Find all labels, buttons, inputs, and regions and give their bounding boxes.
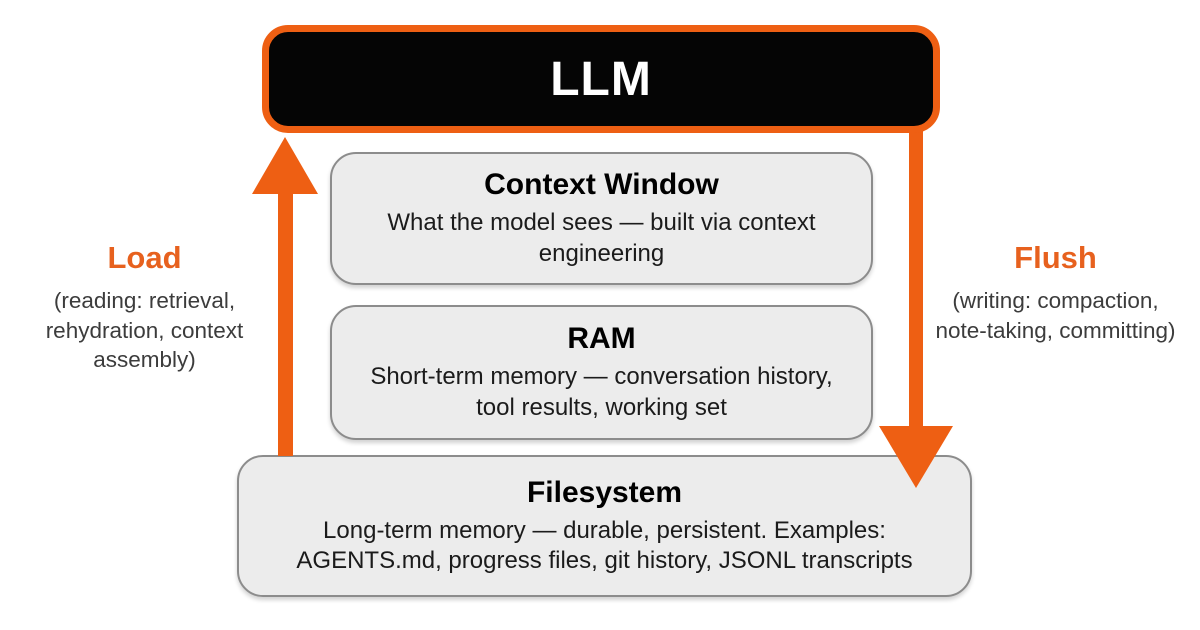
context-window-subtitle: What the model sees — built via context … — [387, 209, 816, 267]
flush-subtitle: (writing: compaction, note-taking, commi… — [935, 288, 1176, 343]
flush-title: Flush — [1014, 240, 1097, 275]
filesystem-subtitle: Long-term memory — durable, persistent. … — [296, 516, 913, 574]
context-window-title: Context Window — [484, 168, 719, 202]
context-window-box: Context Window What the model sees — bui… — [330, 152, 873, 285]
ram-box: RAM Short-term memory — conversation his… — [330, 305, 873, 440]
ram-title: RAM — [567, 322, 636, 356]
load-label-group: Load (reading: retrieval, rehydration, c… — [22, 240, 267, 375]
flush-arrow-head-icon — [879, 426, 953, 488]
load-title: Load — [107, 240, 182, 275]
flush-arrow-shaft — [909, 124, 923, 428]
load-arrow-shaft — [278, 188, 293, 456]
llm-label: LLM — [550, 52, 652, 106]
load-arrow-head-icon — [252, 137, 318, 194]
filesystem-box: Filesystem Long-term memory — durable, p… — [237, 455, 972, 597]
filesystem-title: Filesystem — [526, 475, 683, 509]
flush-label-group: Flush (writing: compaction, note-taking,… — [933, 240, 1178, 345]
load-subtitle: (reading: retrieval, rehydration, contex… — [45, 288, 244, 373]
llm-box: LLM — [262, 25, 940, 133]
ram-subtitle: Short-term memory — conversation history… — [370, 363, 833, 421]
